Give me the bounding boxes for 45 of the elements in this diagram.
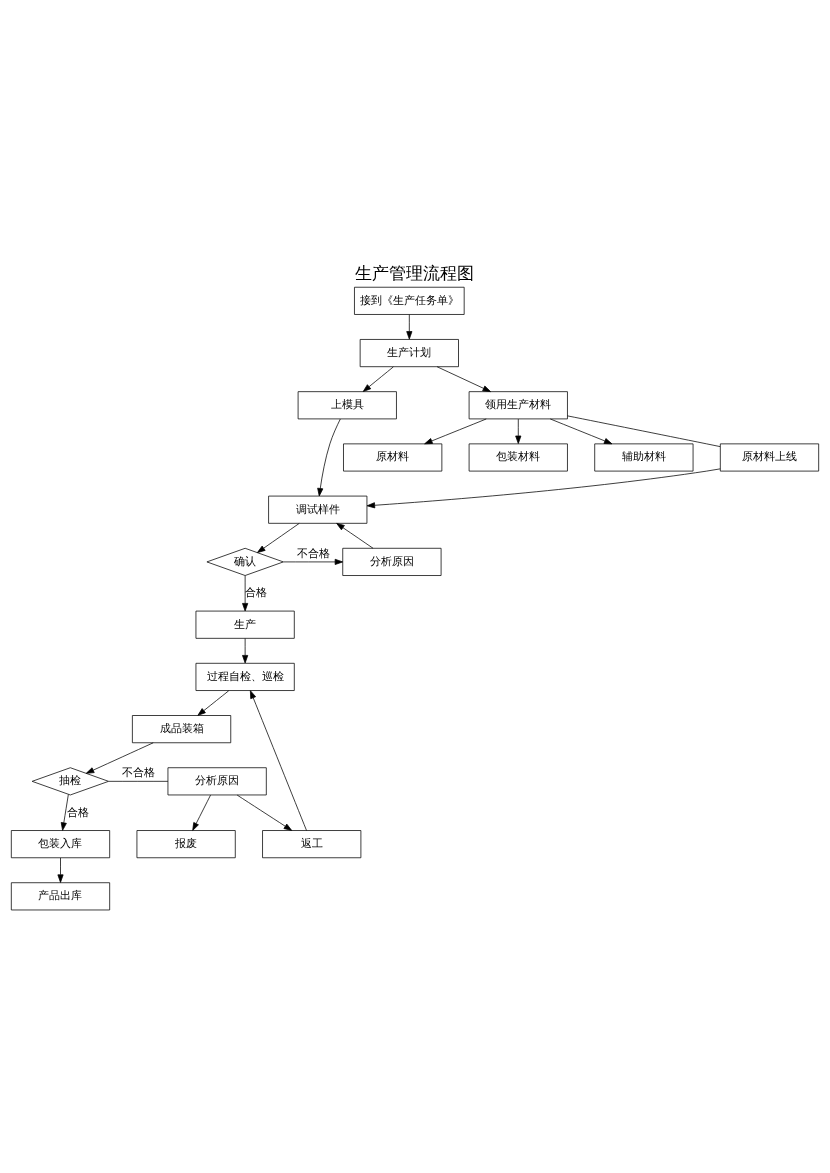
arrow: [515, 418, 522, 444]
connector: [567, 415, 721, 447]
node-box: 包装材料: [468, 443, 568, 472]
node-box: 生产: [195, 610, 295, 639]
connector: [108, 780, 169, 782]
arrow: [283, 558, 344, 565]
arrow: [362, 366, 394, 392]
node-box: 产品出库: [10, 882, 111, 911]
arrow: [60, 794, 69, 831]
arrow: [424, 418, 487, 445]
arrow: [57, 857, 64, 883]
arrow: [317, 418, 341, 497]
arrow: [406, 314, 413, 340]
arrow: [242, 575, 249, 612]
node-box: 报废: [136, 830, 236, 859]
node-box: 上模具: [297, 391, 397, 420]
edge-label: 合格: [245, 586, 268, 599]
arrow: [436, 366, 491, 392]
node-box: 原材料: [343, 443, 443, 472]
arrow: [549, 418, 613, 445]
node-box: 调试样件: [268, 495, 368, 524]
node-box: 成品装箱: [132, 715, 232, 744]
node-box: 领用生产材料: [468, 391, 568, 420]
arrow: [366, 468, 721, 509]
node-box: 过程自检、巡检: [195, 662, 295, 691]
node-box: 接到《生产任务单》: [354, 286, 465, 315]
diagram-title: 生产管理流程图: [355, 264, 475, 284]
arrow: [257, 523, 300, 553]
node-box: 辅助材料: [594, 443, 694, 472]
edge-label: 合格: [66, 805, 89, 818]
edge-label: 不合格: [296, 546, 330, 559]
arrow: [192, 794, 211, 831]
arrow: [85, 742, 154, 774]
arrow: [197, 690, 230, 716]
node-box: 包装入库: [10, 830, 111, 859]
arrow: [336, 523, 374, 549]
node-box: 原材料上线: [719, 443, 820, 472]
arrow: [236, 794, 293, 831]
node-box: 返工: [262, 830, 362, 859]
arrow: [242, 638, 249, 664]
edge-label: 不合格: [121, 766, 155, 779]
node-box: 分析原因: [342, 547, 442, 576]
node-box: 分析原因: [167, 767, 267, 796]
arrow: [250, 690, 307, 831]
node-box: 生产计划: [359, 339, 459, 368]
